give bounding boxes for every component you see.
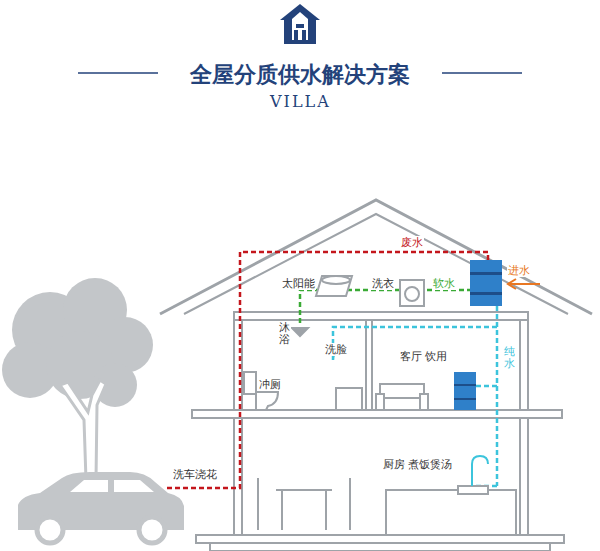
pipe-label: 进水: [507, 264, 531, 277]
room-label: 厨房 煮饭煲汤: [382, 458, 454, 471]
washing-machine: [400, 280, 424, 306]
pure-water-pipe: [496, 306, 499, 486]
fixture-label: 冲厕: [258, 378, 282, 391]
water-purifier: [454, 372, 476, 410]
pipe-label: 纯水: [503, 346, 516, 370]
wash-basin: [333, 352, 362, 410]
house-icon: [280, 4, 320, 44]
pipe-label: 软水: [432, 277, 456, 290]
room-label: 客厅 饮用: [399, 350, 449, 363]
sofa: [376, 384, 428, 410]
shower: [292, 328, 308, 336]
dining-set: [258, 478, 350, 530]
pure-water-pipe: [476, 385, 497, 388]
fixture-label: 洗车浇花: [172, 468, 218, 481]
fixture-label: 沐浴: [278, 322, 291, 346]
title-wrap: 全屋分质供水解决方案: [0, 60, 600, 90]
waste-water-pipe: [165, 252, 488, 488]
fixture-label: 太阳能: [281, 277, 316, 290]
fixture-label: 洗脸: [324, 343, 348, 356]
subtitle: VILLA: [269, 92, 332, 111]
title-text: 全屋分质供水解决方案: [184, 62, 416, 87]
solar-heater: [316, 276, 352, 296]
fixture-label: 洗衣: [371, 277, 395, 290]
inlet-arrow: [508, 279, 540, 289]
title-rule: [442, 72, 522, 74]
title-rule: [78, 72, 158, 74]
tree: [2, 278, 153, 480]
house: [160, 200, 592, 551]
pipe-label: 废水: [400, 236, 424, 249]
car: [18, 472, 184, 543]
softener-tank: [470, 260, 502, 306]
